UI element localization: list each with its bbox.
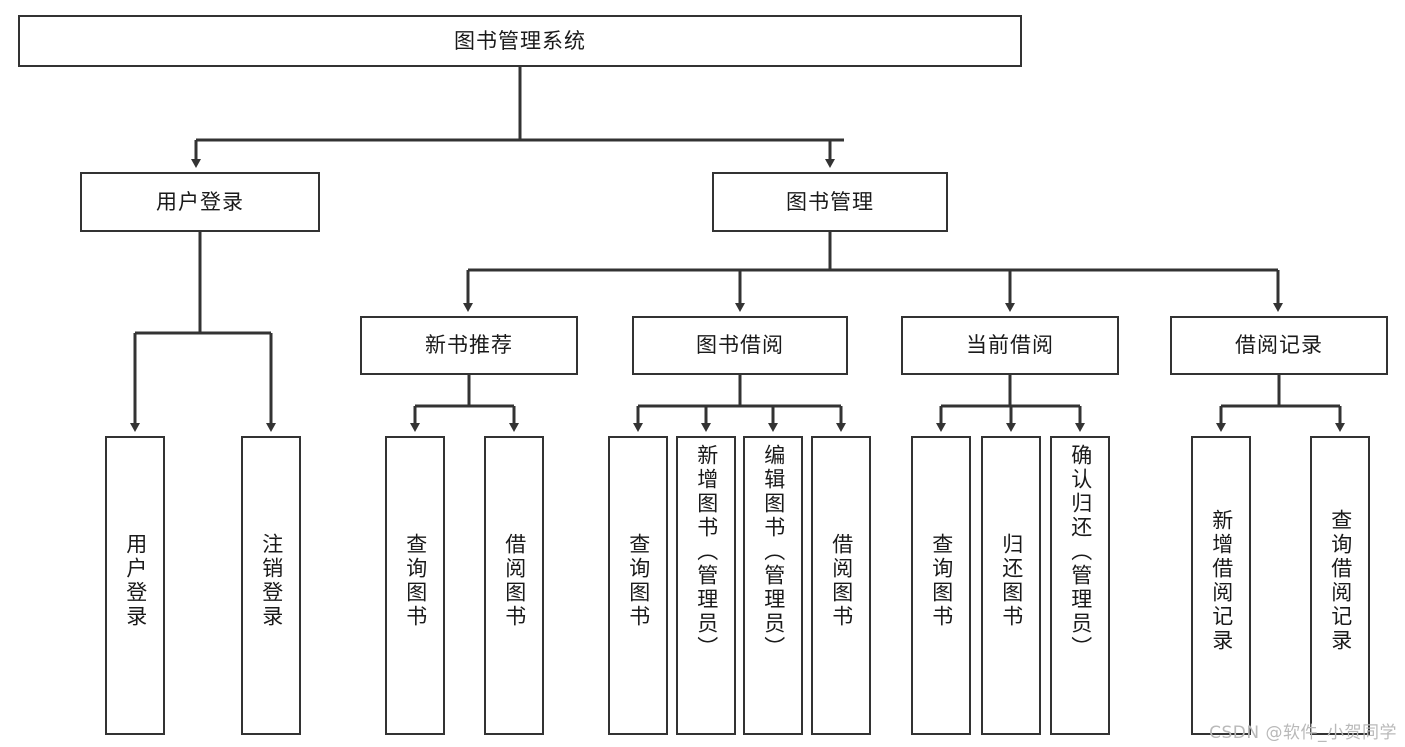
node-label: 确认归还（管理员）	[1068, 444, 1093, 660]
node-book-management[interactable]: 图书管理	[712, 172, 948, 232]
node-label: 查询图书	[626, 532, 651, 629]
node-leaf-borrow-book-1[interactable]: 借阅图书	[484, 436, 544, 735]
node-leaf-query-book-3[interactable]: 查询图书	[911, 436, 971, 735]
node-leaf-confirm-return[interactable]: 确认归还（管理员）	[1050, 436, 1110, 735]
node-label: 查询图书	[929, 532, 954, 629]
node-label: 查询图书	[403, 532, 428, 629]
node-label: 新增借阅记录	[1209, 508, 1234, 653]
node-label: 注销登录	[259, 532, 284, 629]
watermark-text: CSDN @软件_小贺同学	[1209, 723, 1397, 743]
node-label: 借阅图书	[502, 532, 527, 629]
node-label: 查询借阅记录	[1328, 508, 1353, 653]
node-label: 用户登录	[123, 532, 148, 629]
node-label: 归还图书	[999, 532, 1024, 629]
node-label: 借阅记录	[1235, 333, 1323, 358]
node-leaf-add-book[interactable]: 新增图书（管理员）	[676, 436, 736, 735]
node-leaf-user-login[interactable]: 用户登录	[105, 436, 165, 735]
node-leaf-edit-book[interactable]: 编辑图书（管理员）	[743, 436, 803, 735]
node-label: 当前借阅	[966, 333, 1054, 358]
node-book-borrow[interactable]: 图书借阅	[632, 316, 848, 375]
node-leaf-user-logout[interactable]: 注销登录	[241, 436, 301, 735]
node-label: 图书管理	[786, 189, 874, 214]
node-leaf-add-loan-record[interactable]: 新增借阅记录	[1191, 436, 1251, 735]
node-label: 图书借阅	[696, 333, 784, 358]
node-label: 新增图书（管理员）	[694, 444, 719, 660]
node-leaf-query-book-1[interactable]: 查询图书	[385, 436, 445, 735]
node-label: 用户登录	[156, 189, 244, 214]
node-label: 新书推荐	[425, 333, 513, 358]
node-user-login[interactable]: 用户登录	[80, 172, 320, 232]
node-new-book-recommend[interactable]: 新书推荐	[360, 316, 578, 375]
node-label: 图书管理系统	[454, 28, 586, 53]
node-loan-record[interactable]: 借阅记录	[1170, 316, 1388, 375]
node-root-system[interactable]: 图书管理系统	[18, 15, 1022, 67]
node-leaf-borrow-book-2[interactable]: 借阅图书	[811, 436, 871, 735]
node-label: 借阅图书	[829, 532, 854, 629]
node-leaf-query-loan-record[interactable]: 查询借阅记录	[1310, 436, 1370, 735]
node-current-loan[interactable]: 当前借阅	[901, 316, 1119, 375]
node-label: 编辑图书（管理员）	[761, 444, 786, 660]
node-leaf-return-book[interactable]: 归还图书	[981, 436, 1041, 735]
node-leaf-query-book-2[interactable]: 查询图书	[608, 436, 668, 735]
